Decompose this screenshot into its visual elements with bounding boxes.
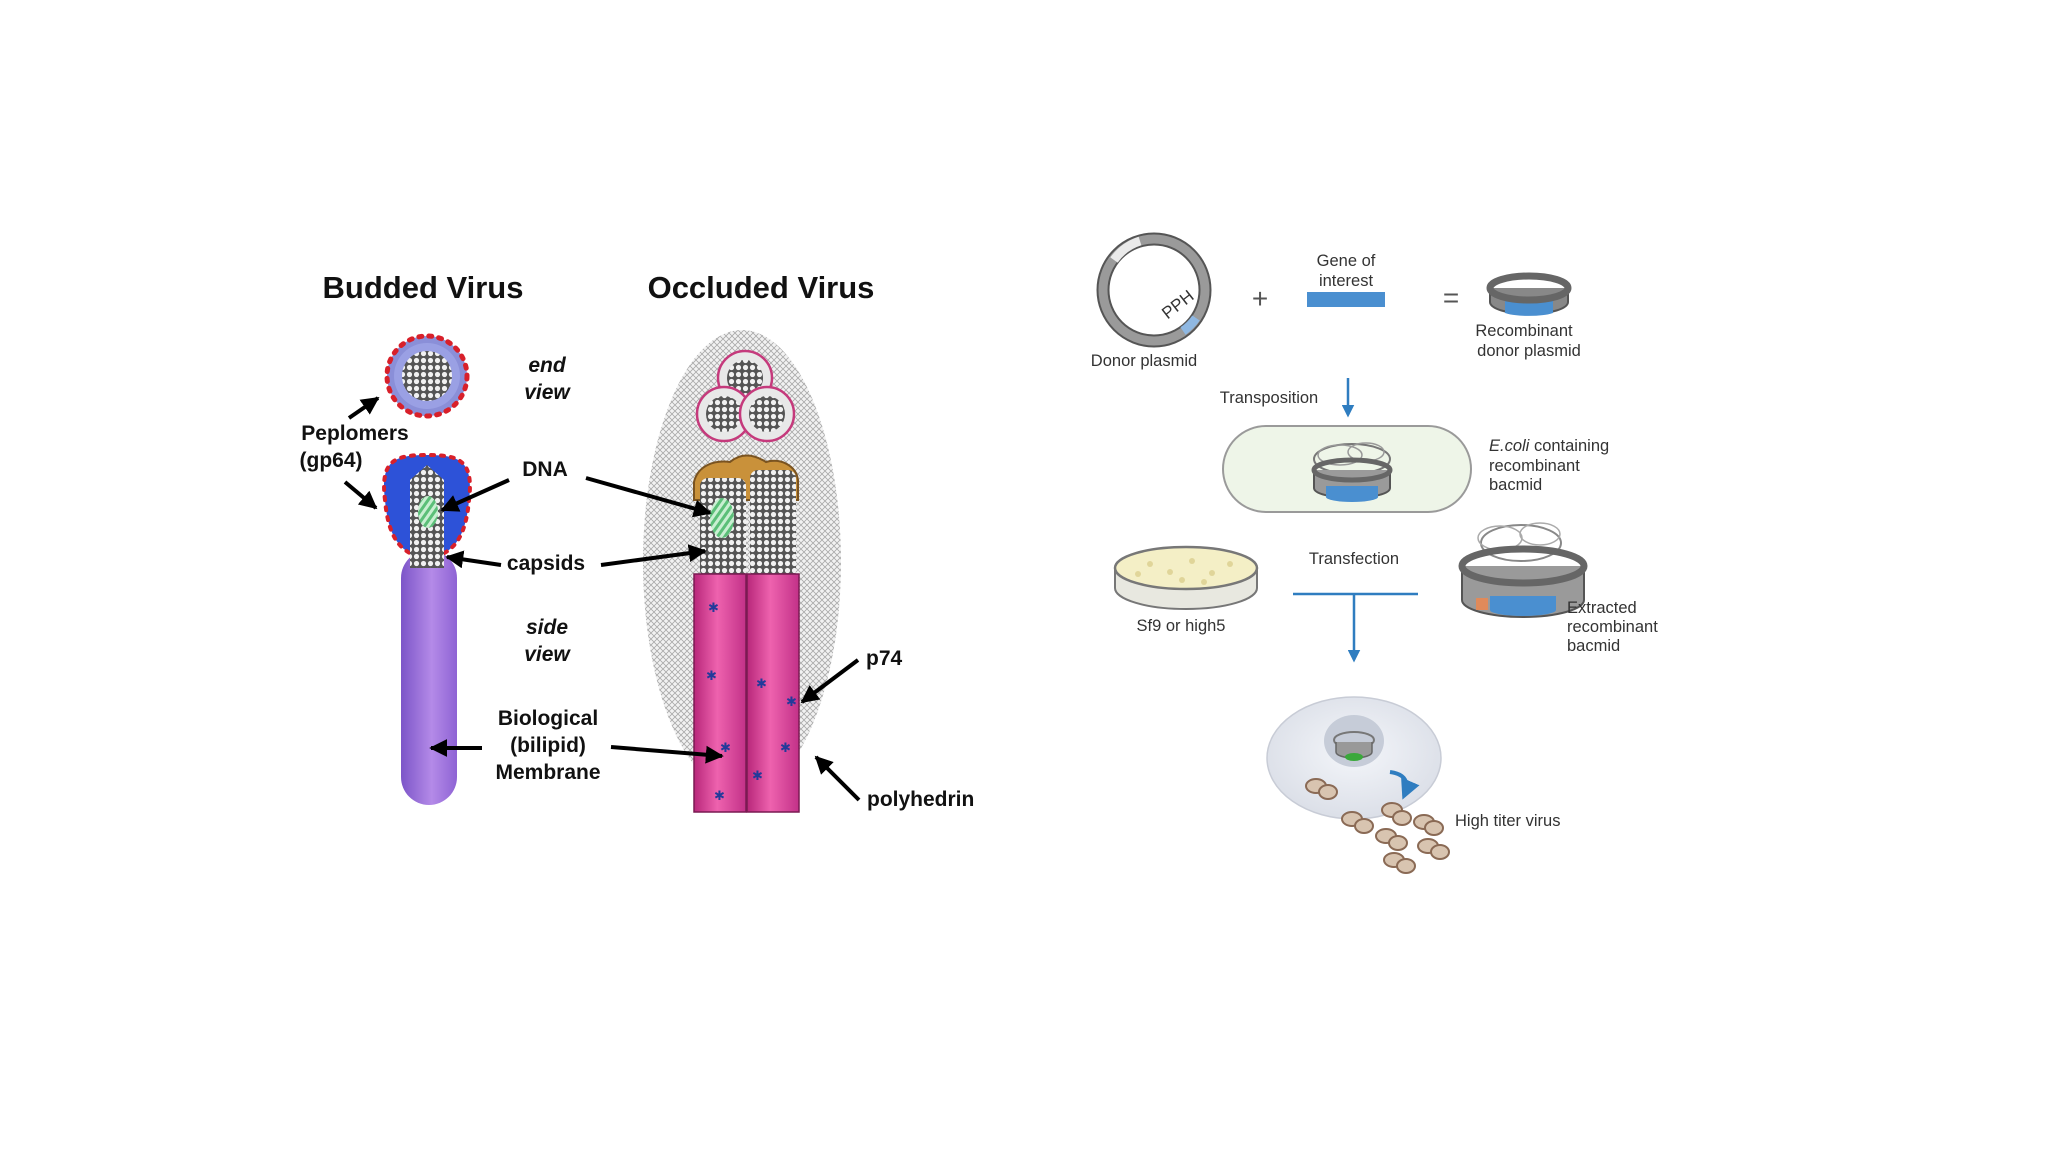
virus-structure-diagram: Budded Virus Occluded Virus xyxy=(300,270,974,813)
p74-label: p74 xyxy=(866,647,903,670)
high-titer-label: High titer virus xyxy=(1455,812,1560,830)
plus-sign: + xyxy=(1252,283,1268,314)
occluded-virus-title: Occluded Virus xyxy=(648,270,875,305)
occluded-virus: ✱ ✱ ✱ ✱ ✱ ✱ ✱ ✱ xyxy=(643,330,841,813)
sf9-label: Sf9 or high5 xyxy=(1137,617,1226,635)
extracted-label-1: Extracted xyxy=(1567,599,1637,617)
donor-plasmid: PPH xyxy=(1096,232,1212,348)
petri-dish xyxy=(1113,545,1259,610)
ecoli-label-2: recombinant xyxy=(1489,457,1580,475)
gene-of-interest-bar xyxy=(1307,292,1385,307)
side-view-label-1: side xyxy=(526,616,568,639)
pointer-arrows xyxy=(343,396,861,802)
equals-sign: = xyxy=(1443,282,1459,313)
svg-text:✱: ✱ xyxy=(786,694,797,709)
dna-label: DNA xyxy=(522,458,568,481)
occluded-end-view xyxy=(695,349,796,443)
bilipid-membrane xyxy=(401,550,457,805)
peplomers-label-1: Peplomers xyxy=(301,422,408,445)
gene-label-2: interest xyxy=(1319,272,1374,290)
svg-text:✱: ✱ xyxy=(720,740,731,755)
occluded-dna xyxy=(710,498,734,538)
nucleocapsid-right xyxy=(746,573,800,813)
svg-text:✱: ✱ xyxy=(752,768,763,783)
workflow-diagram: PPH Donor plasmid + Gene of interest = R… xyxy=(1091,232,1658,874)
svg-text:✱: ✱ xyxy=(756,676,767,691)
recombinant-donor-plasmid xyxy=(1486,272,1572,316)
svg-text:✱: ✱ xyxy=(706,668,717,683)
insect-cell xyxy=(1266,696,1442,820)
membrane-label-1: Biological xyxy=(498,707,598,730)
peplomers-label-2: (gp64) xyxy=(300,449,363,472)
budded-end-view xyxy=(384,333,470,419)
dna-core xyxy=(418,496,438,528)
polyhedrin-label: polyhedrin xyxy=(867,788,974,811)
recombinant-label-1: Recombinant xyxy=(1475,322,1573,340)
extracted-bacmid xyxy=(1458,522,1588,618)
recombinant-label-2: donor plasmid xyxy=(1477,342,1581,360)
transposition-label: Transposition xyxy=(1220,389,1318,407)
ecoli-label-1: E.coli containing xyxy=(1489,437,1609,455)
membrane-label-3: Membrane xyxy=(495,761,600,784)
nucleocapsid-left xyxy=(693,573,747,813)
budded-side-view xyxy=(382,452,472,805)
svg-text:✱: ✱ xyxy=(708,600,719,615)
membrane-label-2: (bilipid) xyxy=(510,734,586,757)
end-view-label-1: end xyxy=(528,354,567,377)
ecoli-cell xyxy=(1222,425,1472,513)
end-view-label-2: view xyxy=(524,381,571,404)
capsids-label: capsids xyxy=(507,552,585,575)
transfection-label: Transfection xyxy=(1309,550,1399,568)
ecoli-label-3: bacmid xyxy=(1489,476,1542,494)
svg-text:✱: ✱ xyxy=(780,740,791,755)
extracted-label-3: bacmid xyxy=(1567,637,1620,655)
p74-markers: ✱ ✱ ✱ ✱ ✱ ✱ ✱ ✱ xyxy=(706,600,797,803)
extracted-label-2: recombinant xyxy=(1567,618,1658,636)
svg-text:✱: ✱ xyxy=(714,788,725,803)
virus-particles xyxy=(1305,778,1450,874)
budded-virus-title: Budded Virus xyxy=(323,270,524,305)
side-view-label-2: view xyxy=(524,643,571,666)
gene-label-1: Gene of xyxy=(1317,252,1376,270)
donor-plasmid-label: Donor plasmid xyxy=(1091,352,1197,370)
